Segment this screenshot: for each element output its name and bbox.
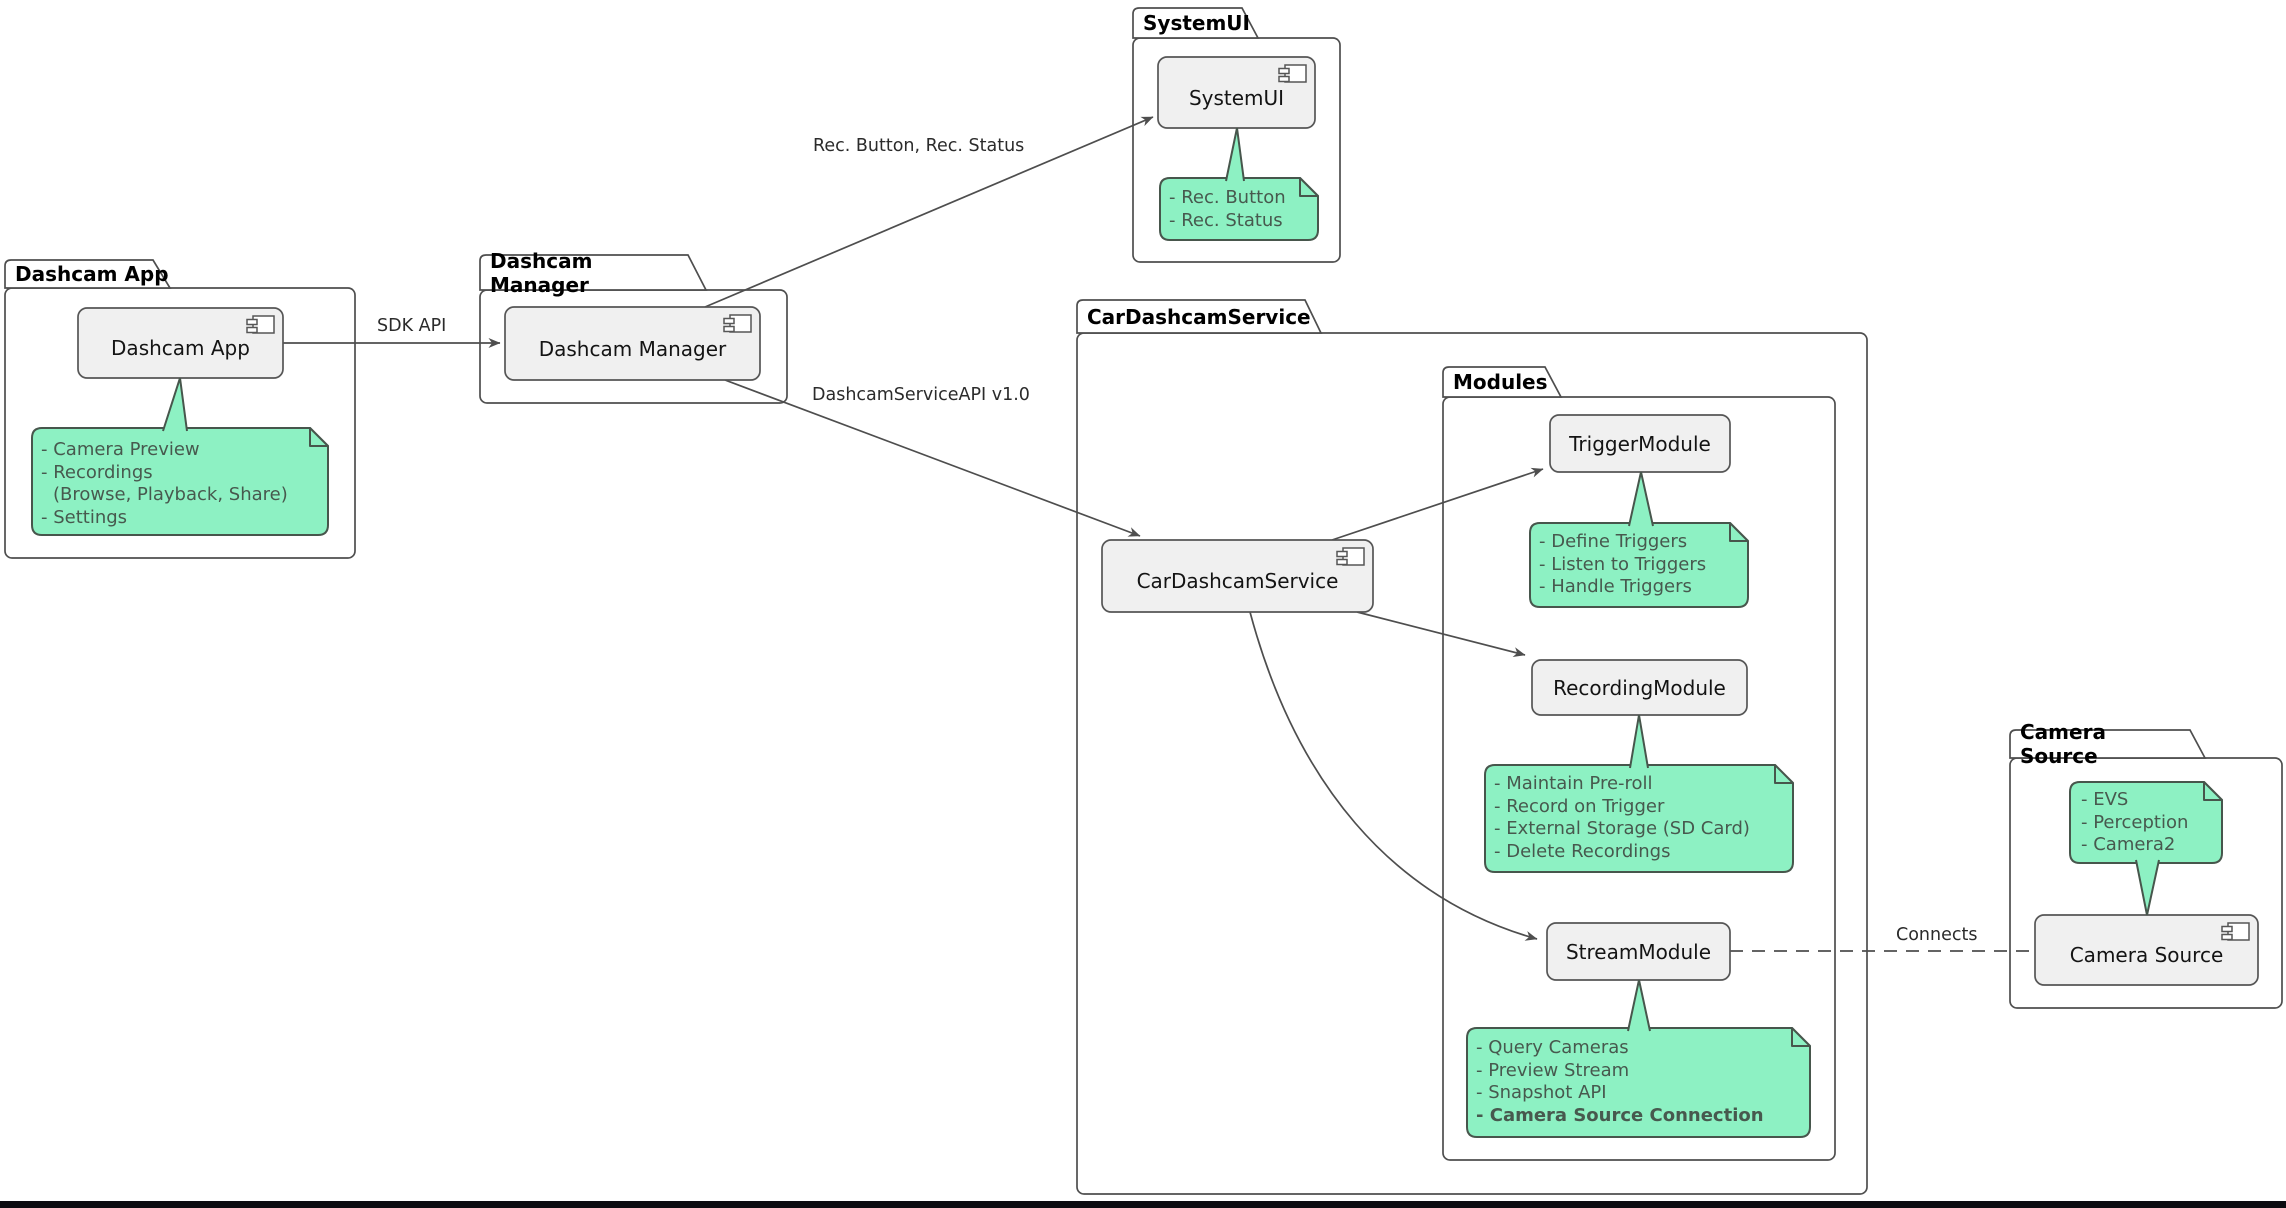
- package-title-modules: Modules: [1453, 370, 1548, 394]
- note-line: - Settings: [41, 506, 128, 528]
- component-icon: [1278, 64, 1307, 83]
- note-line: - Perception: [2081, 811, 2189, 833]
- note-line: - Rec. Button: [1169, 187, 1286, 208]
- note-systemui-shape: [1159, 127, 1319, 241]
- note-line: - Preview Stream: [1476, 1059, 1630, 1081]
- note-streammodule-shape: [1466, 979, 1811, 1138]
- note-line: - Rec. Status: [1169, 209, 1283, 231]
- package-title-camera-source: Camera Source: [2020, 720, 2106, 768]
- note-recordingmodule: - Maintain Pre-roll - Record on Trigger …: [1485, 765, 1793, 872]
- note-line: - EVS: [2081, 789, 2129, 810]
- edge-label-dashcamserviceapi: DashcamServiceAPI v1.0: [812, 385, 1030, 405]
- component-systemui-shape: [1157, 56, 1316, 129]
- note-line: - Maintain Pre-roll: [1494, 773, 1653, 794]
- package-title-cardashcamservice: CarDashcamService: [1087, 304, 1311, 329]
- note-line: - External Storage (SD Card): [1494, 818, 1750, 839]
- note-line: - Listen to Triggers: [1539, 553, 1707, 575]
- component-cardashcamservice-shape: [1101, 539, 1374, 613]
- edges: [283, 116, 2035, 952]
- edge-label-sdk-api: SDK API: [377, 316, 447, 336]
- edge-to-recordingmodule: [1356, 611, 1526, 657]
- note-camera-source-shape: [2069, 781, 2223, 916]
- note-triggermodule: - Define Triggers - Listen to Triggers -…: [1530, 523, 1748, 607]
- component-icon: [723, 314, 752, 333]
- component-streammodule: StreamModule: [1565, 939, 1712, 964]
- note-line: - Delete Recordings: [1494, 840, 1671, 862]
- component-dashcam-manager: Dashcam Manager: [538, 336, 727, 361]
- note-line: - Handle Triggers: [1539, 576, 1692, 597]
- note-line: - Snapshot API: [1476, 1082, 1607, 1103]
- component-recordingmodule: RecordingModule: [1553, 675, 1726, 700]
- note-dashcam-app-shape: [31, 377, 329, 536]
- note-recordingmodule-shape: [1484, 714, 1794, 873]
- edge-to-triggermodule: [1331, 467, 1544, 541]
- note-line: - Recordings: [41, 461, 153, 483]
- package-title-dashcam-app: Dashcam App: [15, 262, 169, 286]
- note-line: - Camera Preview: [41, 439, 200, 460]
- edge-dashcamserviceapi: [724, 379, 1141, 537]
- note-line: - Camera2: [2081, 834, 2176, 855]
- component-icon: [2221, 922, 2250, 941]
- note-line: - Record on Trigger: [1494, 795, 1665, 817]
- component-triggermodule: TriggerModule: [1569, 431, 1711, 456]
- component-dashcam-app: Dashcam App: [111, 336, 250, 360]
- note-camera-source: - EVS - Perception - Camera2: [2070, 782, 2222, 863]
- component-camera-source-shape: [2034, 914, 2259, 986]
- component-camera-source: Camera Source: [2069, 943, 2224, 967]
- note-triggermodule-shape: [1529, 471, 1749, 608]
- component-dashcam-app-shape: [77, 307, 284, 379]
- component-cardashcamservice: CarDashcamService: [1136, 569, 1339, 593]
- note-line: (Browse, Playback, Share): [53, 484, 288, 505]
- package-title-dashcam-manager: Dashcam Manager: [490, 248, 593, 297]
- component-systemui: SystemUI: [1188, 85, 1285, 110]
- component-icon: [246, 315, 275, 334]
- edge-label-rec-button-status: Rec. Button, Rec. Status: [813, 136, 1025, 156]
- note-line: - Camera Source Connection: [1476, 1104, 1764, 1126]
- note-dashcam-app: - Camera Preview - Recordings (Browse, P…: [32, 428, 328, 535]
- edge-to-streammodule: [1249, 611, 1538, 941]
- package-title-systemui: SystemUI: [1143, 11, 1250, 35]
- note-line: - Query Cameras: [1476, 1037, 1629, 1058]
- note-systemui: - Rec. Button - Rec. Status: [1160, 178, 1318, 240]
- note-streammodule: - Query Cameras - Preview Stream - Snaps…: [1467, 1028, 1810, 1137]
- edge-rec-button-status: [704, 116, 1154, 308]
- component-icon: [1336, 547, 1365, 566]
- edge-label-connects: Connects: [1896, 925, 1978, 945]
- note-line: - Define Triggers: [1539, 531, 1688, 552]
- component-dashcam-manager-shape: [504, 306, 761, 381]
- bottom-bar: [0, 1201, 2286, 1208]
